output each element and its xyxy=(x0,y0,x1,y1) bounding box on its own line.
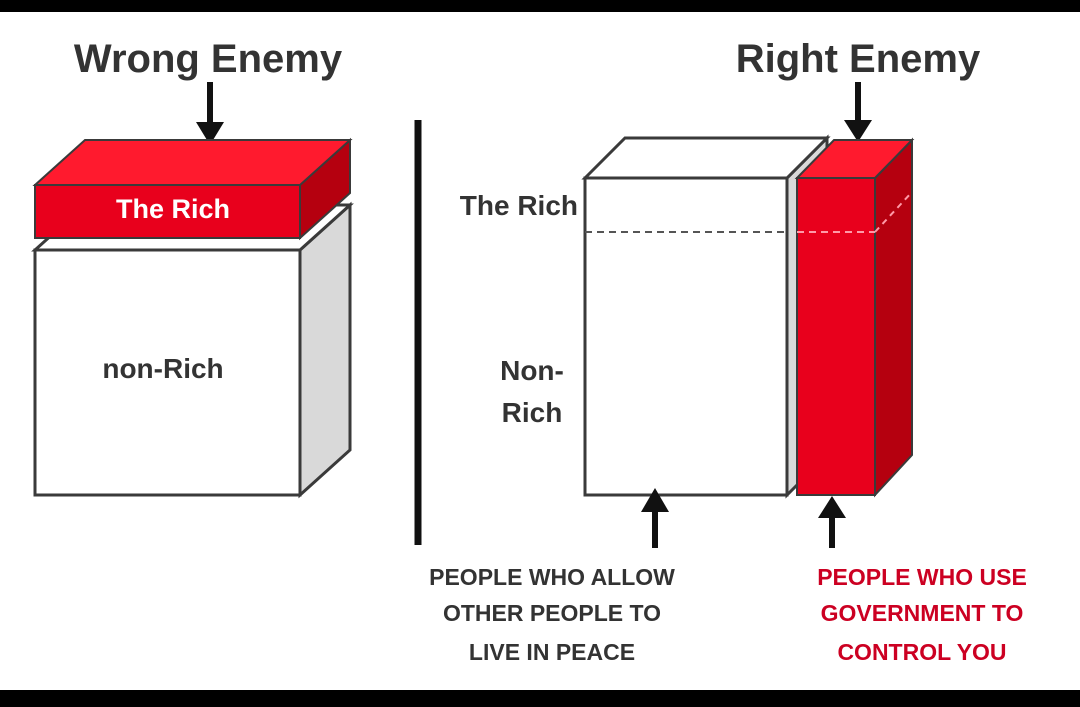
government-caption: PEOPLE WHO USE GOVERNMENT TO CONTROL YOU xyxy=(817,564,1027,665)
government-caption-line3: CONTROL YOU xyxy=(837,639,1006,665)
government-users-block xyxy=(794,137,915,498)
right-enemy-title: Right Enemy xyxy=(736,37,981,81)
right-enemy-arrow xyxy=(844,82,872,142)
right-the-rich-label: The Rich xyxy=(460,190,578,221)
the-rich-slab-label: The Rich xyxy=(116,194,230,224)
government-up-arrow xyxy=(818,496,846,548)
peaceful-caption: PEOPLE WHO ALLOW OTHER PEOPLE TO LIVE IN… xyxy=(429,564,675,665)
peaceful-people-block xyxy=(581,134,831,499)
non-rich-block xyxy=(31,201,354,499)
right-non-rich-label-line1: Non- xyxy=(500,355,564,386)
wrong-enemy-title: Wrong Enemy xyxy=(74,37,343,81)
peaceful-up-arrow xyxy=(641,488,669,548)
government-caption-line2: GOVERNMENT TO xyxy=(821,600,1024,626)
peaceful-caption-line2: OTHER PEOPLE TO xyxy=(443,600,661,626)
rich-slab xyxy=(32,137,353,241)
right-non-rich-label-line2: Rich xyxy=(502,397,563,428)
peaceful-caption-line1: PEOPLE WHO ALLOW xyxy=(429,564,675,590)
peaceful-caption-line3: LIVE IN PEACE xyxy=(469,639,635,665)
wrong-enemy-arrow xyxy=(196,82,224,145)
non-rich-label: non-Rich xyxy=(102,353,223,384)
government-caption-line1: PEOPLE WHO USE xyxy=(817,564,1027,590)
